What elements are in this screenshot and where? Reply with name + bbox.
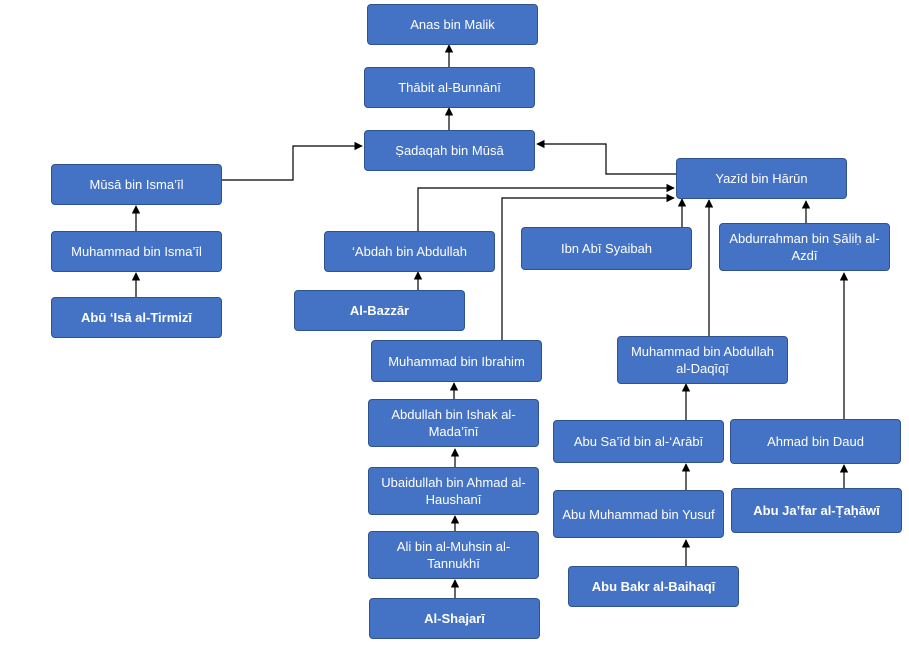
node-label: Al-Bazzār xyxy=(349,303,410,318)
node-ahmad-bin-daud: Ahmad bin Daud xyxy=(730,419,901,464)
node-abdullah-bin-ishak: Abdullah bin Ishak al-Mada’īnī xyxy=(368,399,539,447)
node-label: Ubaidullah bin Ahmad al-Haushanī xyxy=(381,475,526,507)
edge-abdah-yazid xyxy=(417,183,675,231)
node-label: Ibn Abī Syaibah xyxy=(560,241,653,256)
node-label: Yazīd bin Hārūn xyxy=(715,171,808,186)
node-abdah-bin-abdullah: ‘Abdah bin Abdullah xyxy=(324,231,495,272)
edge-yazid-sadaqah xyxy=(536,139,676,175)
node-label: Abu Ja’far al-Ṭaḥāwī xyxy=(753,503,880,518)
node-muhammad-bin-ibrahim: Muhammad bin Ibrahim xyxy=(371,340,542,382)
node-sadaqah-bin-musa: Ṣadaqah bin Mūsā xyxy=(364,130,535,171)
node-yazid-bin-harun: Yazīd bin Hārūn xyxy=(676,158,847,199)
node-thabit-al-bunnani: Thābit al-Bunnānī xyxy=(364,67,535,108)
node-abu-jafar-al-tahawi: Abu Ja’far al-Ṭaḥāwī xyxy=(731,488,902,533)
node-label: Abu Muhammad bin Yusuf xyxy=(562,506,715,522)
node-muhammad-bin-abdullah-al-daqiqi: Muhammad bin Abdullah al-Daqīqī xyxy=(617,336,788,384)
node-label: Ṣadaqah bin Mūsā xyxy=(395,143,504,158)
node-label: Ali bin al-Muhsin al-Tannukhī xyxy=(396,539,511,571)
node-label: Muhammad bin Ibrahim xyxy=(388,353,525,369)
node-anas-bin-malik: Anas bin Malik xyxy=(367,4,538,45)
node-label: ‘Abdah bin Abdullah xyxy=(352,244,467,259)
node-label: Abu Sa’īd bin al-‘Arābī xyxy=(573,434,704,449)
node-label: Abu Bakr al-Baihaqī xyxy=(591,579,716,594)
node-label: Abū ‘Isā al-Tirmizī xyxy=(80,310,192,325)
node-ali-bin-al-muhsin: Ali bin al-Muhsin al-Tannukhī xyxy=(368,531,539,579)
edge-musa-sadaqah xyxy=(222,141,363,181)
edge-muhammad-ibrahim-yazid xyxy=(501,193,675,340)
node-label: Thābit al-Bunnānī xyxy=(398,80,501,95)
node-abdurrahman-bin-salih: Abdurrahman bin Ṣāliḥ al-Azdī xyxy=(719,223,890,271)
node-label: Abdullah bin Ishak al-Mada’īnī xyxy=(391,407,516,439)
node-muhammad-bin-ismail: Muhammad bin Isma’īl xyxy=(51,231,222,272)
node-abu-bakr-al-baihaqi: Abu Bakr al-Baihaqī xyxy=(568,566,739,607)
node-ibn-abi-syaibah: Ibn Abī Syaibah xyxy=(521,227,692,270)
node-label: Muhammad bin Isma’īl xyxy=(71,244,202,259)
node-al-bazzar: Al-Bazzār xyxy=(294,290,465,331)
node-label: Mūsā bin Isma’īl xyxy=(89,177,184,192)
node-label: Muhammad bin Abdullah al-Daqīqī xyxy=(630,344,775,376)
node-al-shajari: Al-Shajarī xyxy=(369,598,540,639)
node-label: Ahmad bin Daud xyxy=(767,434,864,449)
node-abu-isa-al-tirmizi: Abū ‘Isā al-Tirmizī xyxy=(51,297,222,338)
node-musa-bin-ismail: Mūsā bin Isma’īl xyxy=(51,164,222,205)
node-abu-muhammad-bin-yusuf: Abu Muhammad bin Yusuf xyxy=(553,490,724,538)
node-ubaidullah-bin-ahmad: Ubaidullah bin Ahmad al-Haushanī xyxy=(368,467,539,515)
node-abu-said-bin-al-arabi: Abu Sa’īd bin al-‘Arābī xyxy=(553,420,724,463)
node-label: Anas bin Malik xyxy=(410,17,495,32)
node-label: Al-Shajarī xyxy=(424,611,485,626)
node-label: Abdurrahman bin Ṣāliḥ al-Azdī xyxy=(729,231,880,263)
